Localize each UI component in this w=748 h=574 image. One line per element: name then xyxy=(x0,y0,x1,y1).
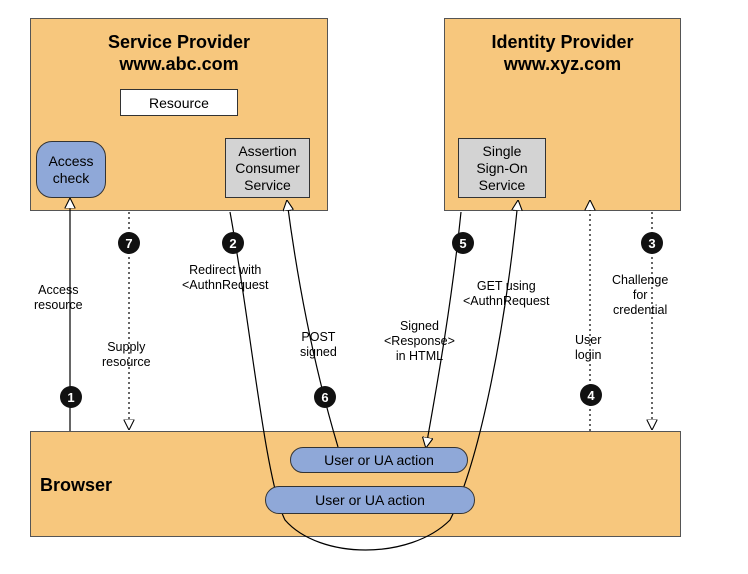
assertion-consumer-service-box: Assertion Consumer Service xyxy=(225,138,310,198)
step-badge-3: 3 xyxy=(641,232,663,254)
access-check-box: Access check xyxy=(36,141,106,198)
label-signed-response: Signed<Response>in HTML xyxy=(384,319,455,363)
label-get-using: GET using<AuthnRequest xyxy=(463,279,550,308)
browser-title: Browser xyxy=(40,475,113,495)
step-badge-1: 1 xyxy=(60,386,82,408)
single-sign-on-service-box: Single Sign-On Service xyxy=(458,138,546,198)
arrow-post-signed xyxy=(287,201,339,448)
user-action-lower: User or UA action xyxy=(265,486,475,514)
label-redirect: Redirect with<AuthnRequest xyxy=(182,263,269,292)
identity-provider-title: Identity Provider www.xyz.com xyxy=(491,32,634,74)
step-badge-7: 7 xyxy=(118,232,140,254)
arrow-redirect-get xyxy=(229,201,518,551)
user-action-upper: User or UA action xyxy=(290,447,468,473)
resource-box: Resource xyxy=(120,89,238,116)
step-badge-4: 4 xyxy=(580,384,602,406)
service-provider-title: Service Provider www.abc.com xyxy=(107,32,251,74)
step-badge-2: 2 xyxy=(222,232,244,254)
step-badge-6: 6 xyxy=(314,386,336,408)
step-badge-5: 5 xyxy=(452,232,474,254)
